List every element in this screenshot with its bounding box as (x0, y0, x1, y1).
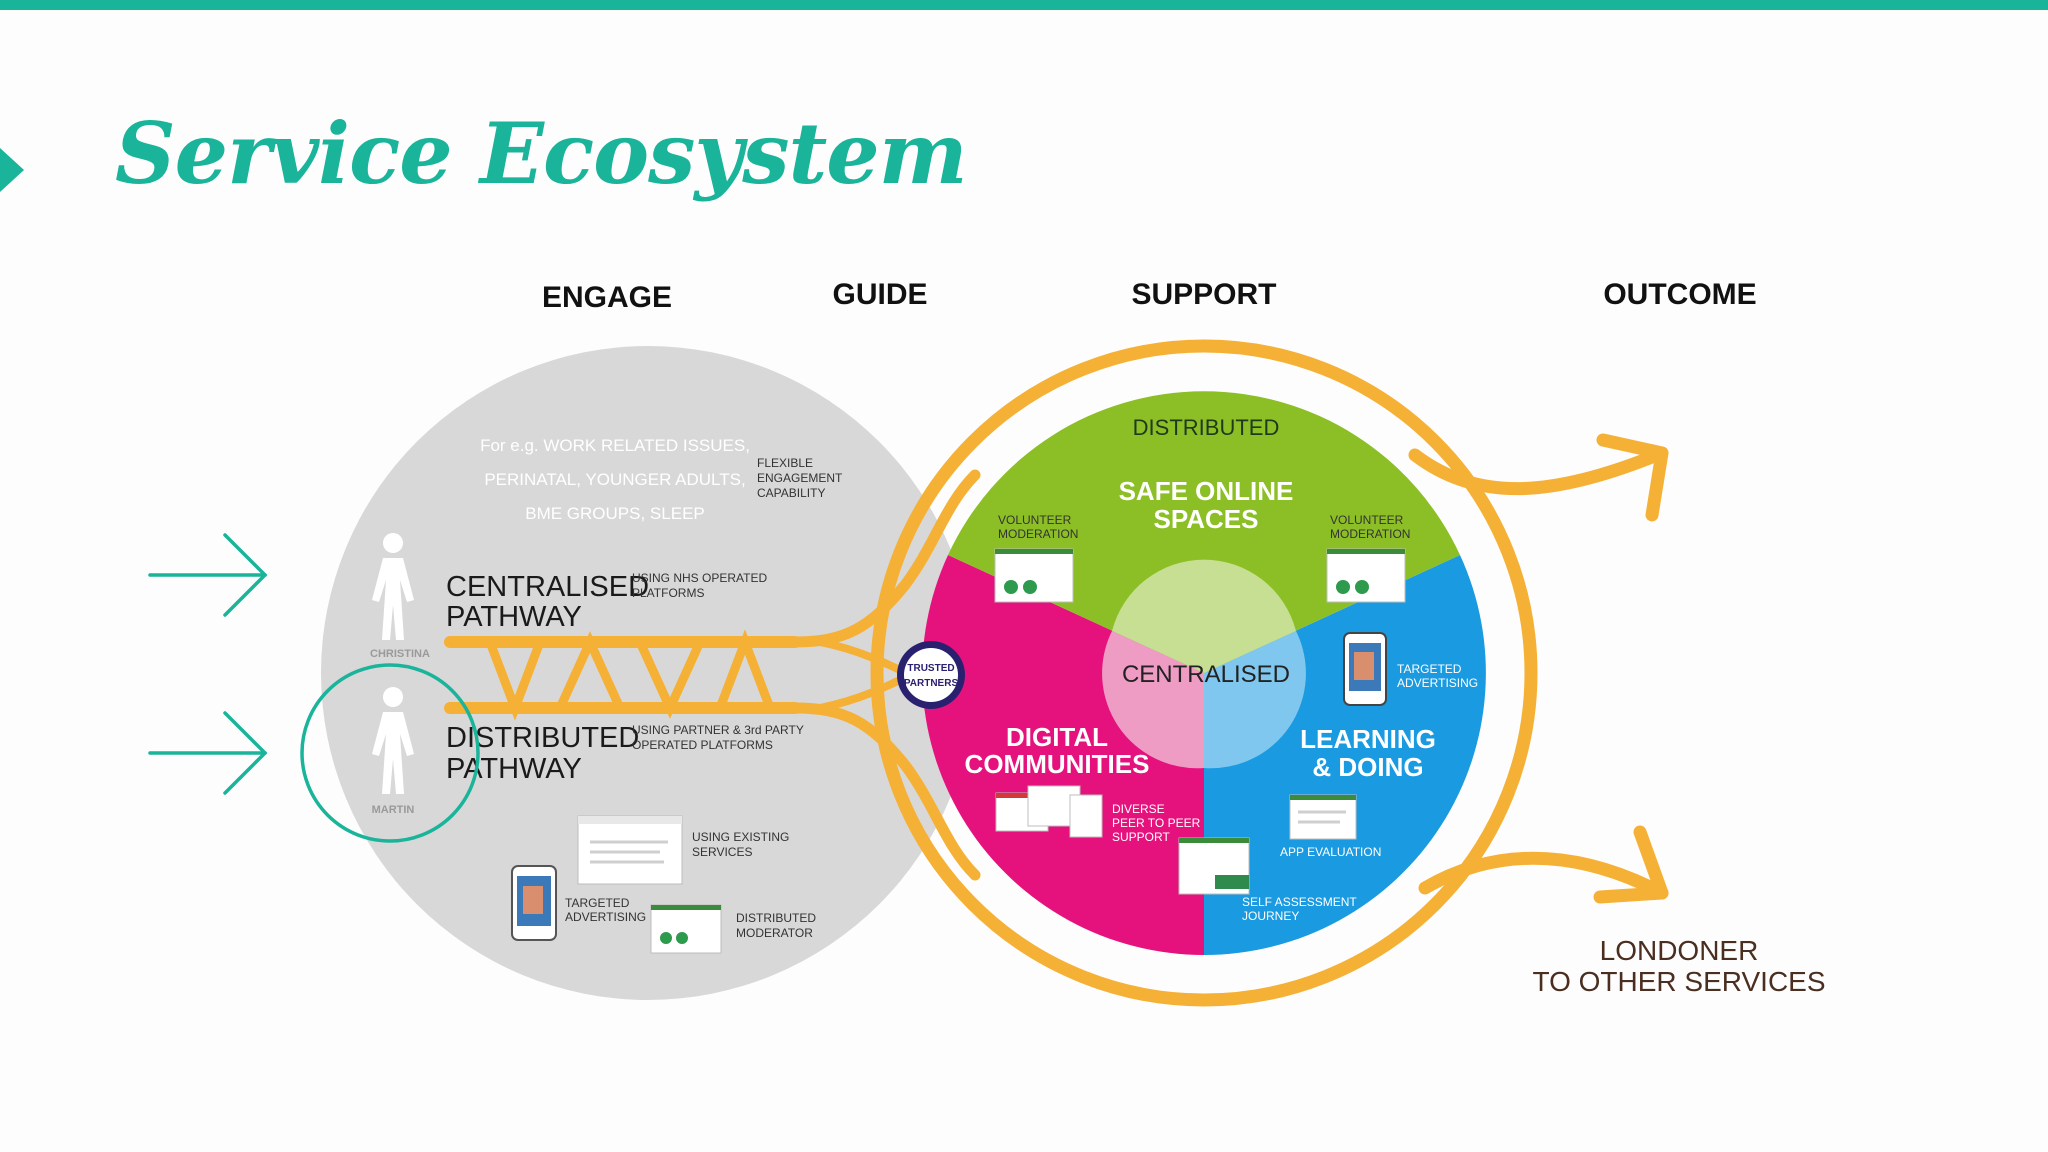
community-screenshots-icon (995, 785, 1103, 838)
diverse-line2: PEER TO PEER (1112, 816, 1201, 830)
outcome-line2: TO OTHER SERVICES (1532, 966, 1825, 997)
outcome-arrow-icon (1408, 433, 1669, 522)
volunteer-right-line2: MODERATION (1330, 527, 1410, 541)
header-guide: GUIDE (832, 278, 927, 311)
page-title: Service Ecosystem (115, 104, 968, 203)
flexible-line3: CAPABILITY (757, 486, 825, 500)
centralised-note-line2: PLATFORMS (632, 586, 704, 600)
support-targeted-line2: ADVERTISING (1397, 676, 1478, 690)
core-green (1112, 559, 1296, 673)
support-outer-ring (870, 339, 1538, 1007)
title-marker-icon (0, 148, 24, 192)
outcome-arrow-icon (1418, 825, 1669, 904)
self-assessment-line2: JOURNEY (1242, 909, 1299, 923)
core-pink (1102, 631, 1204, 769)
highlight-ring (300, 663, 480, 843)
safe-online-title-line1: SAFE ONLINE (1119, 476, 1294, 506)
phone-icon (511, 865, 557, 941)
engage-examples-line1: For e.g. WORK RELATED ISSUES, (480, 436, 750, 455)
centralised-pathway-title-line1: CENTRALISED (446, 571, 649, 603)
app-evaluation-screenshot-icon (1289, 794, 1357, 840)
phone-icon (1343, 632, 1387, 706)
outcome-line1: LONDONER (1600, 935, 1759, 966)
distributed-note-line1: USING PARTNER & 3rd PARTY (632, 723, 804, 737)
digital-title-line1: DIGITAL (1006, 722, 1108, 752)
support-targeted-line1: TARGETED (1397, 662, 1462, 676)
distributed-pathway-title-line2: PATHWAY (446, 753, 582, 785)
volunteer-left-line2: MODERATION (998, 527, 1078, 541)
trusted-partners-line1: TRUSTED (907, 663, 954, 674)
existing-services-line1: USING EXISTING (692, 830, 789, 844)
centralised-note-line1: USING NHS OPERATED (632, 571, 767, 585)
trusted-partners-line2: PARTNERS (904, 678, 959, 689)
header-engage: ENGAGE (542, 281, 672, 314)
existing-services-line2: SERVICES (692, 845, 752, 859)
centralised-label: CENTRALISED (1122, 661, 1290, 688)
header-support: SUPPORT (1131, 278, 1276, 311)
trusted-partners-badge: TRUSTED PARTNERS (897, 641, 965, 709)
distributed-note-line2: OPERATED PLATFORMS (632, 738, 773, 752)
volunteer-moderation-screenshot-icon (994, 548, 1074, 603)
flexible-line2: ENGAGEMENT (757, 471, 843, 485)
engage-examples-line2: PERINATAL, YOUNGER ADULTS, (484, 470, 745, 489)
core-blue (1204, 631, 1306, 769)
self-assessment-line1: SELF ASSESSMENT (1242, 895, 1357, 909)
centralised-pathway-title-line2: PATHWAY (446, 601, 582, 633)
safe-online-title-line2: SPACES (1154, 504, 1259, 534)
digital-title-line2: COMMUNITIES (965, 749, 1150, 779)
entry-arrow-icon (148, 533, 268, 617)
volunteer-left-line1: VOLUNTEER (998, 513, 1072, 527)
volunteer-right-line1: VOLUNTEER (1330, 513, 1404, 527)
segment-safe-online (948, 391, 1460, 673)
self-assessment-screenshot-icon (1178, 837, 1250, 895)
entry-arrow-icon (148, 711, 268, 795)
header-outcome: OUTCOME (1603, 278, 1756, 311)
distributed-moderator-line1: DISTRIBUTED (736, 911, 816, 925)
person-label-christina: CHRISTINA (370, 648, 430, 660)
person-label-martin: MARTIN (372, 804, 415, 816)
engage-targeted-line2: ADVERTISING (565, 910, 646, 924)
distributed-moderator-line2: MODERATOR (736, 926, 813, 940)
flexible-line1: FLEXIBLE (757, 456, 813, 470)
engage-circle (321, 346, 975, 1000)
app-evaluation-label: APP EVALUATION (1280, 845, 1381, 859)
moderator-screenshot-icon (650, 904, 722, 954)
website-screenshot-icon (577, 815, 683, 885)
learning-title-line2: & DOING (1312, 752, 1423, 782)
engage-targeted-line1: TARGETED (565, 896, 630, 910)
diverse-line1: DIVERSE (1112, 802, 1165, 816)
pathway-network (444, 469, 981, 881)
diverse-line3: SUPPORT (1112, 830, 1170, 844)
volunteer-moderation-screenshot-icon (1326, 548, 1406, 603)
top-accent-bar (0, 0, 2048, 10)
distributed-label: DISTRIBUTED (1133, 415, 1280, 440)
person-icon (372, 533, 414, 640)
engage-examples-line3: BME GROUPS, SLEEP (525, 504, 705, 523)
learning-title-line1: LEARNING (1300, 724, 1436, 754)
person-icon (372, 687, 414, 794)
